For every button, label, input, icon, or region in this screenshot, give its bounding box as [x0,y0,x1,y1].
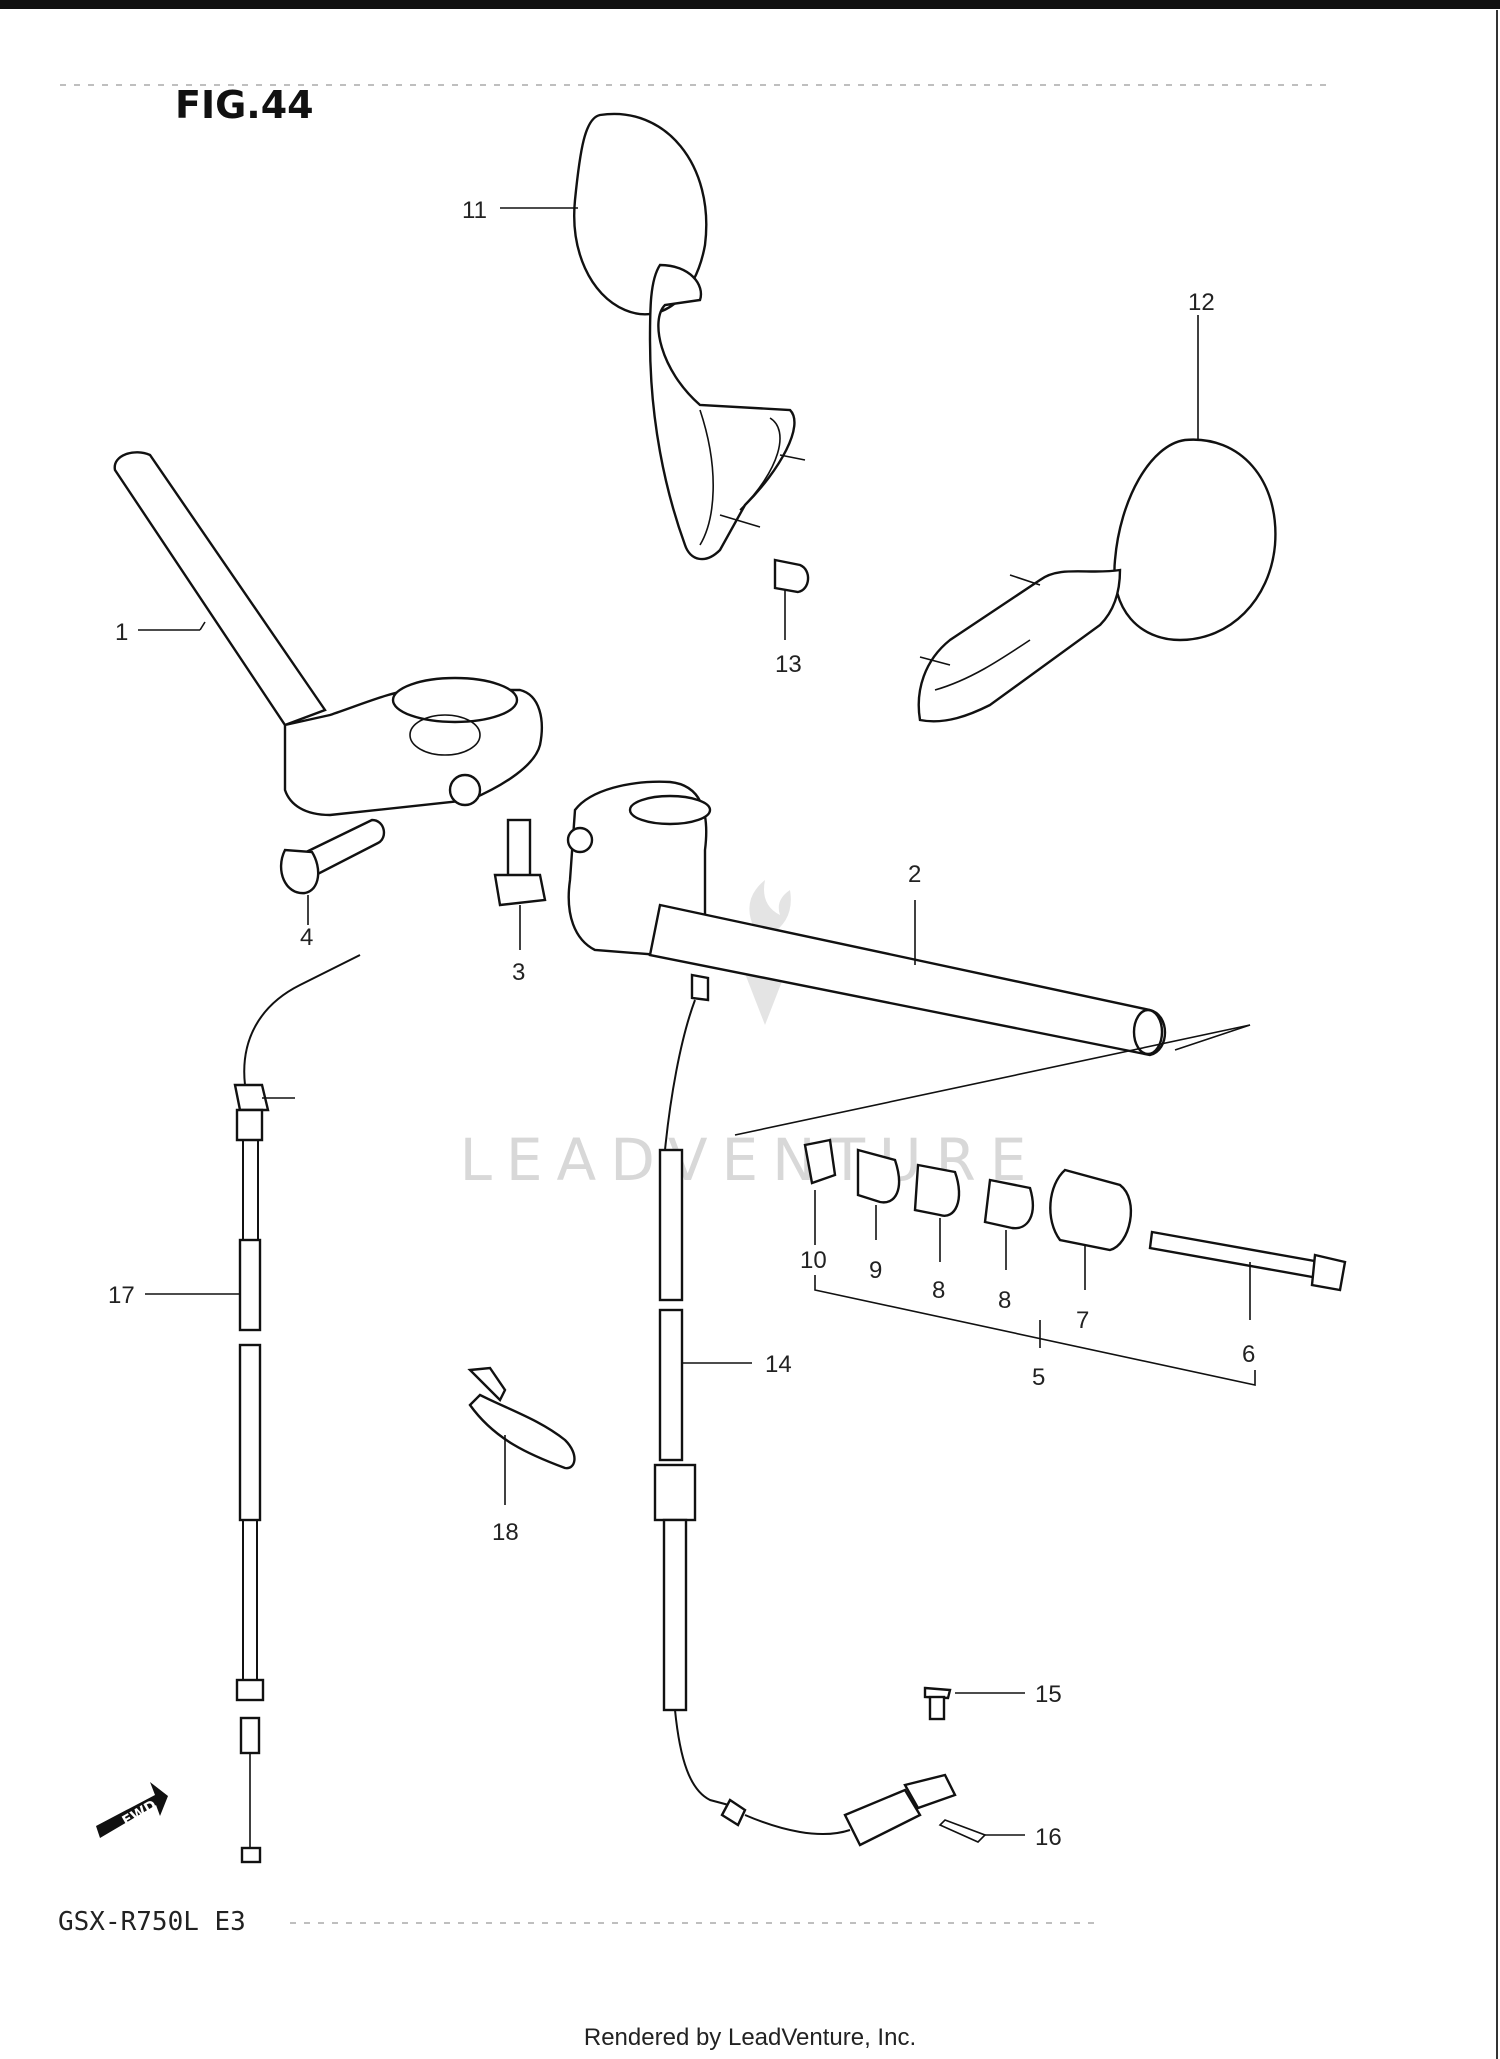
callout-2: 2 [908,861,921,888]
callout-18: 18 [492,1519,519,1546]
callout-labels: 11 12 13 1 2 3 4 10 9 8 8 7 6 5 17 14 18… [108,197,1255,1851]
callout-3: 3 [512,959,525,986]
part-1-left-handlebar [113,451,543,817]
part-10-nut [803,1138,837,1185]
callout-6: 6 [1242,1341,1255,1368]
forward-arrow-icon: FWD [96,1782,168,1838]
part-4-bolt [279,818,386,895]
part-3-bolt [493,818,547,907]
callout-7: 7 [1076,1307,1089,1334]
part-2-right-handlebar [566,780,1251,1136]
callout-15: 15 [1035,1681,1062,1708]
part-12-right-mirror [917,438,1277,723]
part-14-cable [653,973,957,1847]
callout-8a: 8 [932,1277,945,1304]
figure-title: FIG.44 [175,83,314,127]
part-8b-spacer [983,1178,1035,1230]
callout-9: 9 [869,1257,882,1284]
callout-4: 4 [300,924,313,951]
part-9-spacer [856,1148,901,1204]
callout-8b: 8 [998,1287,1011,1314]
part-6-screw [1148,1230,1322,1280]
callout-5: 5 [1032,1364,1045,1391]
callout-10: 10 [800,1247,827,1274]
part-5-bar-end-assembly [803,1138,1347,1386]
part-18-cable-tie [467,1366,576,1470]
top-border [0,0,1500,9]
callout-1: 1 [115,619,128,646]
forward-label: FWD [120,1797,160,1829]
part-11-left-mirror [573,112,810,594]
part-15-pin [923,1686,952,1721]
callout-17: 17 [108,1282,135,1309]
part-7-weight [1049,1168,1133,1252]
part-16-cotter-pin [938,1819,987,1843]
callout-12: 12 [1188,289,1215,316]
part-17-cable [233,954,361,1864]
callout-11: 11 [462,197,487,224]
callout-16: 16 [1035,1824,1062,1851]
footer-credit: Rendered by LeadVenture, Inc. [584,2024,916,2051]
model-code: GSX-R750L E3 [58,1907,246,1937]
callout-14: 14 [765,1351,792,1378]
leader-lines [138,207,1251,1836]
watermark-logo: LEADVENTURE [460,880,1026,1194]
callout-13: 13 [775,651,802,678]
part-8a-spacer [913,1163,961,1217]
